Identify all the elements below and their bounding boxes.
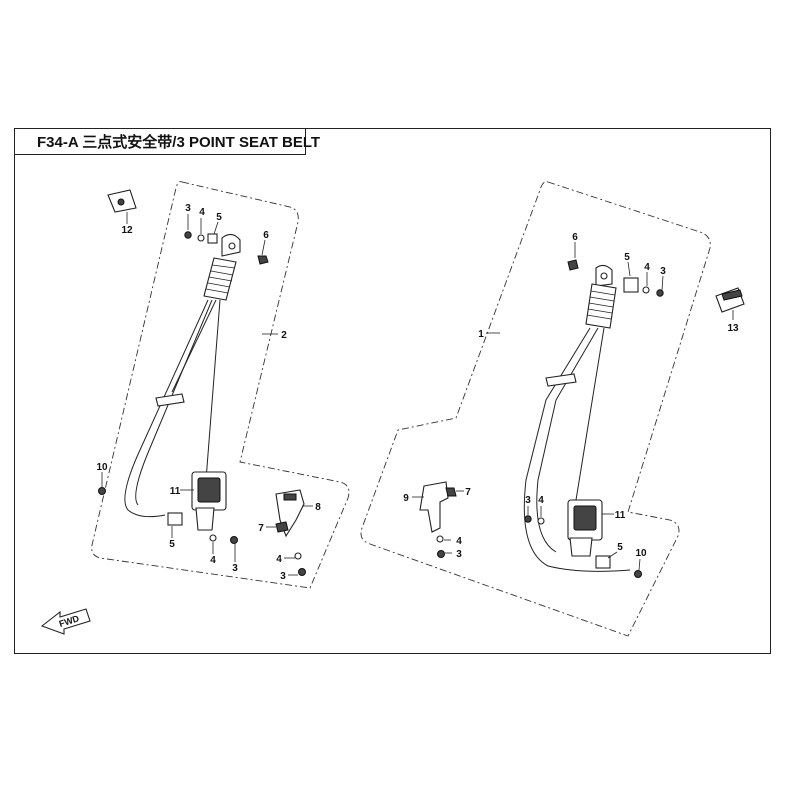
bolt-part-7-right (445, 487, 457, 497)
callout-3-upper-left: 3 (185, 203, 191, 214)
trim-cover-hole (117, 198, 125, 206)
anchor-hole-right (600, 272, 608, 280)
buckle-bracket-part-9 (419, 481, 449, 533)
sliding-guide-left (155, 393, 185, 407)
assembly-number-right: 1 (478, 329, 484, 340)
callout-3-lower-left: 3 (232, 563, 238, 574)
nut-part-3-upper-right (656, 289, 664, 297)
sliding-guide-right (545, 373, 577, 387)
callout-5-upper-left: 5 (216, 212, 222, 223)
fwd-arrow-icon: FWD (40, 608, 91, 635)
callout-4-bracket: 4 (456, 536, 462, 547)
bolt-part-7-left (275, 521, 289, 533)
retractor-mount-right (569, 537, 593, 557)
callout-13: 13 (727, 323, 739, 334)
spacer-part-5-lower-right (595, 555, 611, 569)
washer-part-4-upper-right (642, 286, 650, 294)
belt-webbing-left (124, 299, 221, 518)
right-assembly-boundary (360, 181, 711, 637)
retractor-housing-right (573, 505, 597, 531)
bolt-part-6-right (567, 259, 579, 271)
callout-3-lower-right: 3 (525, 495, 531, 506)
spacer-part-5-upper-right (623, 277, 639, 293)
callout-8: 8 (315, 502, 321, 513)
nut-part-3-lower-right (524, 515, 532, 523)
nut-part-3-bracket (437, 550, 445, 558)
callout-3-bracket: 3 (456, 549, 462, 560)
left-seat-belt-assembly: 12 3 4 5 6 2 10 11 5 4 3 8 7 4 3 (91, 181, 350, 589)
spacer-part-5-lower-left (167, 512, 183, 526)
bolt-part-6-left (257, 255, 269, 265)
callout-11-left: 11 (170, 486, 181, 497)
callout-4-buckle: 4 (276, 554, 282, 565)
callout-4-upper-left: 4 (199, 207, 205, 218)
callout-10-left: 10 (96, 462, 108, 473)
callout-3-upper-right: 3 (660, 266, 666, 277)
washer-part-4-buckle (294, 552, 302, 560)
callout-6-left: 6 (263, 230, 269, 241)
trim-cover-top (721, 289, 743, 301)
callout-10-right: 10 (635, 548, 647, 559)
retractor-mount-left (195, 507, 215, 531)
callout-5-lower-right: 5 (617, 542, 623, 553)
callout-4-lower-left: 4 (210, 555, 216, 566)
callout-11-right: 11 (615, 510, 626, 521)
callout-4-upper-right: 4 (644, 262, 650, 273)
washer-part-4-bracket (436, 535, 444, 543)
spacer-part-5-upper-left (207, 233, 218, 244)
callout-5-upper-right: 5 (624, 252, 630, 263)
callout-9: 9 (403, 493, 409, 504)
webbing-guide-bellows-right (585, 283, 617, 329)
callout-12: 12 (121, 225, 133, 236)
callout-5-lower-left: 5 (169, 539, 175, 550)
nut-part-3-upper-left (184, 231, 192, 239)
drawing-frame (14, 128, 771, 654)
washer-part-4-upper-left (197, 234, 205, 242)
right-seat-belt-assembly: 6 5 4 3 13 1 9 7 4 3 3 4 11 5 10 (360, 181, 745, 637)
assembly-number-left: 2 (281, 330, 287, 341)
page-title: F34-A 三点式安全带/3 POINT SEAT BELT (14, 128, 320, 155)
callout-4-lower-right: 4 (538, 495, 544, 506)
left-assembly-boundary (91, 181, 350, 589)
retractor-housing-left (197, 477, 221, 503)
washer-part-4-lower-right (537, 517, 545, 525)
buckle-latch (283, 493, 297, 501)
callout-3-buckle: 3 (280, 571, 286, 582)
washer-part-4-lower-left (209, 534, 217, 542)
nut-part-3-lower-left (230, 536, 238, 544)
callout-6-right: 6 (572, 232, 578, 243)
nut-part-3-buckle (298, 568, 306, 576)
bolt-part-10-left (98, 487, 106, 495)
callout-7-right: 7 (465, 487, 471, 498)
bolt-part-10-right (634, 570, 642, 578)
anchor-hole (228, 242, 236, 250)
callout-7-left: 7 (258, 523, 264, 534)
